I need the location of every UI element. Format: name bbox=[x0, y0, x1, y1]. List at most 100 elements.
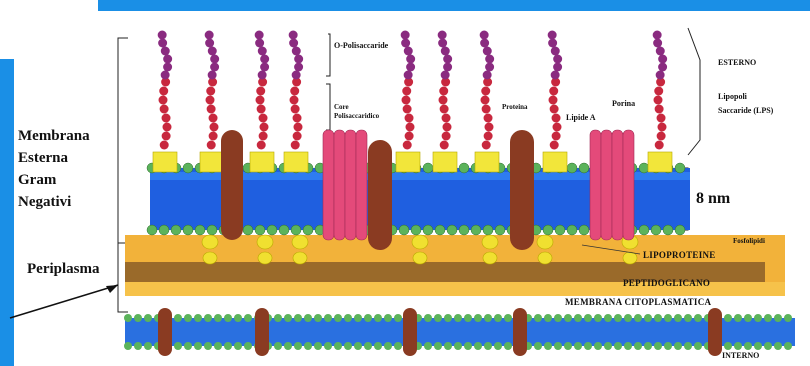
phospholipid-head bbox=[195, 225, 205, 235]
phospholipid-head bbox=[279, 225, 289, 235]
phospholipid-head bbox=[564, 314, 572, 322]
proteina-label: Proteina bbox=[502, 103, 528, 111]
phospholipid-head bbox=[744, 314, 752, 322]
lipoprotein bbox=[202, 235, 218, 249]
phospholipid-head bbox=[144, 342, 152, 350]
phospholipid-head bbox=[483, 225, 493, 235]
phospholipid-head bbox=[267, 225, 277, 235]
lipoprotein bbox=[257, 235, 273, 249]
inner-membrane-protein bbox=[513, 308, 527, 356]
o-antigen-sugar bbox=[401, 39, 410, 48]
o-antigen-sugar bbox=[485, 55, 494, 64]
phospholipid-head bbox=[384, 342, 392, 350]
lipoprotein bbox=[537, 235, 553, 249]
phospholipid-head bbox=[344, 342, 352, 350]
phospholipid-head bbox=[584, 314, 592, 322]
o-antigen-sugar bbox=[210, 55, 219, 64]
o-antigen-sugar bbox=[406, 55, 415, 64]
phospholipid-head bbox=[314, 342, 322, 350]
porin-barrel bbox=[334, 130, 345, 240]
inner-membrane-protein bbox=[403, 308, 417, 356]
phospholipid-head bbox=[124, 342, 132, 350]
core-label: Core Polisaccaridico bbox=[334, 103, 379, 121]
core-sugar bbox=[291, 105, 300, 114]
phospholipid-head bbox=[764, 342, 772, 350]
o-antigen-sugar bbox=[548, 31, 557, 40]
phospholipid-head bbox=[724, 342, 732, 350]
phospholipid-head bbox=[474, 342, 482, 350]
porin-barrel bbox=[601, 130, 612, 240]
phospholipid-head bbox=[411, 225, 421, 235]
o-antigen-sugar bbox=[551, 47, 560, 56]
lipoprotein bbox=[292, 235, 308, 249]
phospholipid-head bbox=[204, 342, 212, 350]
o-antigen-sugar bbox=[255, 31, 264, 40]
phospholipid-head bbox=[447, 225, 457, 235]
core-sugar bbox=[162, 114, 171, 123]
o-antigen-sugar bbox=[401, 31, 410, 40]
core-sugar bbox=[257, 105, 266, 114]
phospholipid-head bbox=[224, 314, 232, 322]
phospholipid-head bbox=[204, 314, 212, 322]
phospholipid-head bbox=[194, 314, 202, 322]
phospholipid-head bbox=[384, 314, 392, 322]
phospholipid-head bbox=[544, 342, 552, 350]
phospholipid-head bbox=[639, 163, 649, 173]
phospholipid-head bbox=[147, 225, 157, 235]
lipoprotein bbox=[538, 252, 552, 264]
phospholipid-head bbox=[674, 342, 682, 350]
porin-barrel bbox=[612, 130, 623, 240]
o-antigen-sugar bbox=[292, 71, 301, 80]
core-sugar bbox=[159, 87, 168, 96]
o-antigen-sugar bbox=[210, 63, 219, 72]
core-sugar bbox=[259, 123, 268, 132]
lipoprotein bbox=[483, 252, 497, 264]
phospholipid-head bbox=[435, 225, 445, 235]
o-antigen-sugar bbox=[208, 47, 217, 56]
phospholipid-head bbox=[174, 342, 182, 350]
porina-label: Porina bbox=[612, 99, 635, 108]
o-antigen-sugar bbox=[656, 47, 665, 56]
core-sugar bbox=[439, 87, 448, 96]
phospholipid-head bbox=[634, 342, 642, 350]
phospholipid-head bbox=[159, 225, 169, 235]
phospholipid-head bbox=[694, 342, 702, 350]
core-sugar bbox=[293, 123, 302, 132]
o-antigen-sugar bbox=[406, 63, 415, 72]
o-antigen-sugar bbox=[163, 63, 172, 72]
phospholipid-head bbox=[574, 342, 582, 350]
outer-membrane-protein bbox=[510, 130, 534, 250]
core-sugar bbox=[207, 141, 216, 150]
phospholipid-head bbox=[774, 314, 782, 322]
phospholipid-head bbox=[624, 314, 632, 322]
phospholipid-head bbox=[604, 342, 612, 350]
phospholipid-head bbox=[171, 225, 181, 235]
porin-barrel bbox=[345, 130, 356, 240]
core-sugar bbox=[484, 114, 493, 123]
core-sugar bbox=[552, 132, 561, 141]
lipoproteine-label: LIPOPROTEINE bbox=[643, 250, 716, 260]
o-antigen-sugar bbox=[658, 55, 667, 64]
o-antigen-sugar bbox=[483, 71, 492, 80]
core-sugar bbox=[290, 87, 299, 96]
fosfolipidi-label: Fosfolipidi bbox=[733, 237, 765, 245]
phospholipid-head bbox=[664, 342, 672, 350]
phospholipid-head bbox=[754, 314, 762, 322]
o-antigen-sugar bbox=[553, 63, 562, 72]
phospholipid-head bbox=[284, 314, 292, 322]
core-sugar bbox=[207, 105, 216, 114]
periplasm-arrow bbox=[10, 285, 118, 318]
o-antigen-sugar bbox=[438, 31, 447, 40]
phospholipid-head bbox=[684, 342, 692, 350]
lipid-a-square bbox=[153, 152, 177, 172]
core-sugar bbox=[405, 114, 414, 123]
phospholipid-head bbox=[654, 314, 662, 322]
thickness-label: 8 nm bbox=[696, 190, 730, 208]
core-sugar bbox=[442, 132, 451, 141]
phospholipid-head bbox=[244, 342, 252, 350]
porin-barrel bbox=[356, 130, 367, 240]
periplasma-label: Periplasma bbox=[27, 258, 100, 280]
core-sugar bbox=[159, 96, 168, 105]
phospholipid-head bbox=[454, 314, 462, 322]
core-sugar bbox=[654, 87, 663, 96]
